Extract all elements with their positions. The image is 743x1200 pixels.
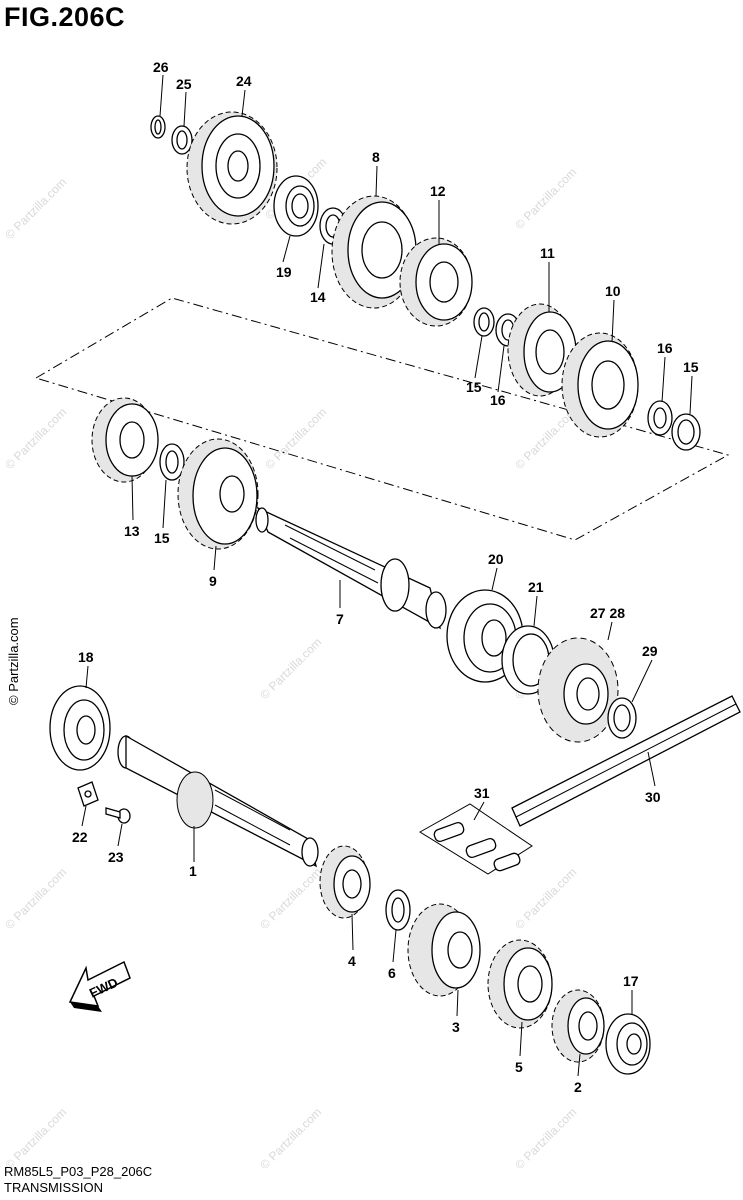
watermark-text: © Partzilla.com [512, 1105, 579, 1172]
leader-lines [81, 74, 693, 1077]
part-18-bearing[interactable] [49, 685, 111, 771]
callout-17: 17 [623, 973, 639, 989]
part-15-circlip[interactable] [473, 307, 495, 337]
callout-4: 4 [348, 953, 356, 969]
watermark-text: © Partzilla.com [257, 635, 324, 702]
callout-labels: 26 25 24 8 12 11 10 16 15 15 16 19 14 13… [72, 59, 699, 1095]
part-13-gear[interactable] [91, 397, 159, 483]
watermark-text: © Partzilla.com [257, 865, 324, 932]
callout-26: 26 [153, 59, 169, 75]
part-7-countershaft[interactable] [255, 506, 447, 630]
watermark-text: © Partzilla.com [2, 405, 69, 472]
watermark-text: © Partzilla.com [512, 165, 579, 232]
callout-24: 24 [236, 73, 252, 89]
callout-27-28: 27 28 [590, 605, 625, 621]
callout-6: 6 [388, 965, 396, 981]
part-19-bearing[interactable] [273, 175, 319, 237]
callout-18: 18 [78, 649, 94, 665]
part-3-gear[interactable] [407, 903, 481, 997]
part-23-screw[interactable] [105, 807, 131, 824]
diagram-subtitle: TRANSMISSION [4, 1180, 103, 1195]
callout-10: 10 [605, 283, 621, 299]
part-9-gear[interactable] [177, 438, 259, 550]
watermark-text: © Partzilla.com [512, 865, 579, 932]
part-27-28-sprocket[interactable] [537, 637, 619, 743]
part-26-circlip[interactable] [150, 115, 166, 139]
watermark-text: © Partzilla.com [262, 405, 329, 472]
callout-20: 20 [488, 551, 504, 567]
assembly-outline [34, 297, 730, 541]
part-5-gear[interactable] [487, 939, 553, 1029]
callout-13: 13 [124, 523, 140, 539]
callout-16: 16 [490, 392, 506, 408]
callout-19: 19 [276, 264, 292, 280]
part-8-gear[interactable] [331, 195, 417, 309]
part-10-gear[interactable] [561, 332, 639, 438]
callout-14: 14 [310, 289, 326, 305]
callout-7: 7 [336, 611, 344, 627]
watermark-text: © Partzilla.com [2, 175, 69, 242]
callout-31: 31 [474, 785, 490, 801]
part-25-washer[interactable] [171, 125, 193, 155]
callout-5: 5 [515, 1059, 523, 1075]
callout-22: 22 [72, 829, 88, 845]
callout-9: 9 [209, 573, 217, 589]
part-29-circlip[interactable] [607, 697, 637, 739]
callout-23: 23 [108, 849, 124, 865]
callout-3: 3 [452, 1019, 460, 1035]
callout-2: 2 [574, 1079, 582, 1095]
diagram-code: RM85L5_P03_P28_206C [4, 1164, 153, 1179]
watermark-text: © Partzilla.com [257, 1105, 324, 1172]
part-15-circlip[interactable] [159, 443, 185, 481]
callout-8: 8 [372, 149, 380, 165]
callout-30: 30 [645, 789, 661, 805]
watermark-side: © Partzilla.com [6, 617, 21, 705]
callout-12: 12 [430, 183, 446, 199]
callout-21: 21 [528, 579, 544, 595]
part-24-gear[interactable] [186, 111, 278, 225]
part-31-chain-joint[interactable] [419, 803, 533, 875]
part-6-washer[interactable] [385, 889, 411, 931]
callout-15: 15 [683, 359, 699, 375]
callout-11: 11 [540, 245, 555, 261]
part-12-gear[interactable] [399, 237, 473, 327]
callout-25: 25 [176, 76, 192, 92]
part-17-bearing[interactable] [605, 1013, 651, 1075]
part-2-gear[interactable] [551, 989, 605, 1063]
part-4-gear[interactable] [319, 845, 371, 919]
callout-15: 15 [154, 530, 170, 546]
part-22-bearing-retainer[interactable] [77, 781, 99, 807]
part-15-circlip[interactable] [671, 413, 701, 451]
callout-16: 16 [657, 340, 673, 356]
callout-29: 29 [642, 643, 658, 659]
part-30-drive-chain[interactable] [511, 695, 741, 827]
callout-15: 15 [466, 379, 482, 395]
part-1-main-shaft[interactable] [117, 734, 319, 868]
watermark-text: © Partzilla.com [2, 1105, 69, 1172]
callout-1: 1 [189, 863, 197, 879]
watermark-text: © Partzilla.com [2, 865, 69, 932]
part-16-washer[interactable] [647, 400, 673, 436]
figure-title: FIG.206C [4, 2, 126, 32]
fwd-arrow-icon: FWD [68, 960, 131, 1012]
